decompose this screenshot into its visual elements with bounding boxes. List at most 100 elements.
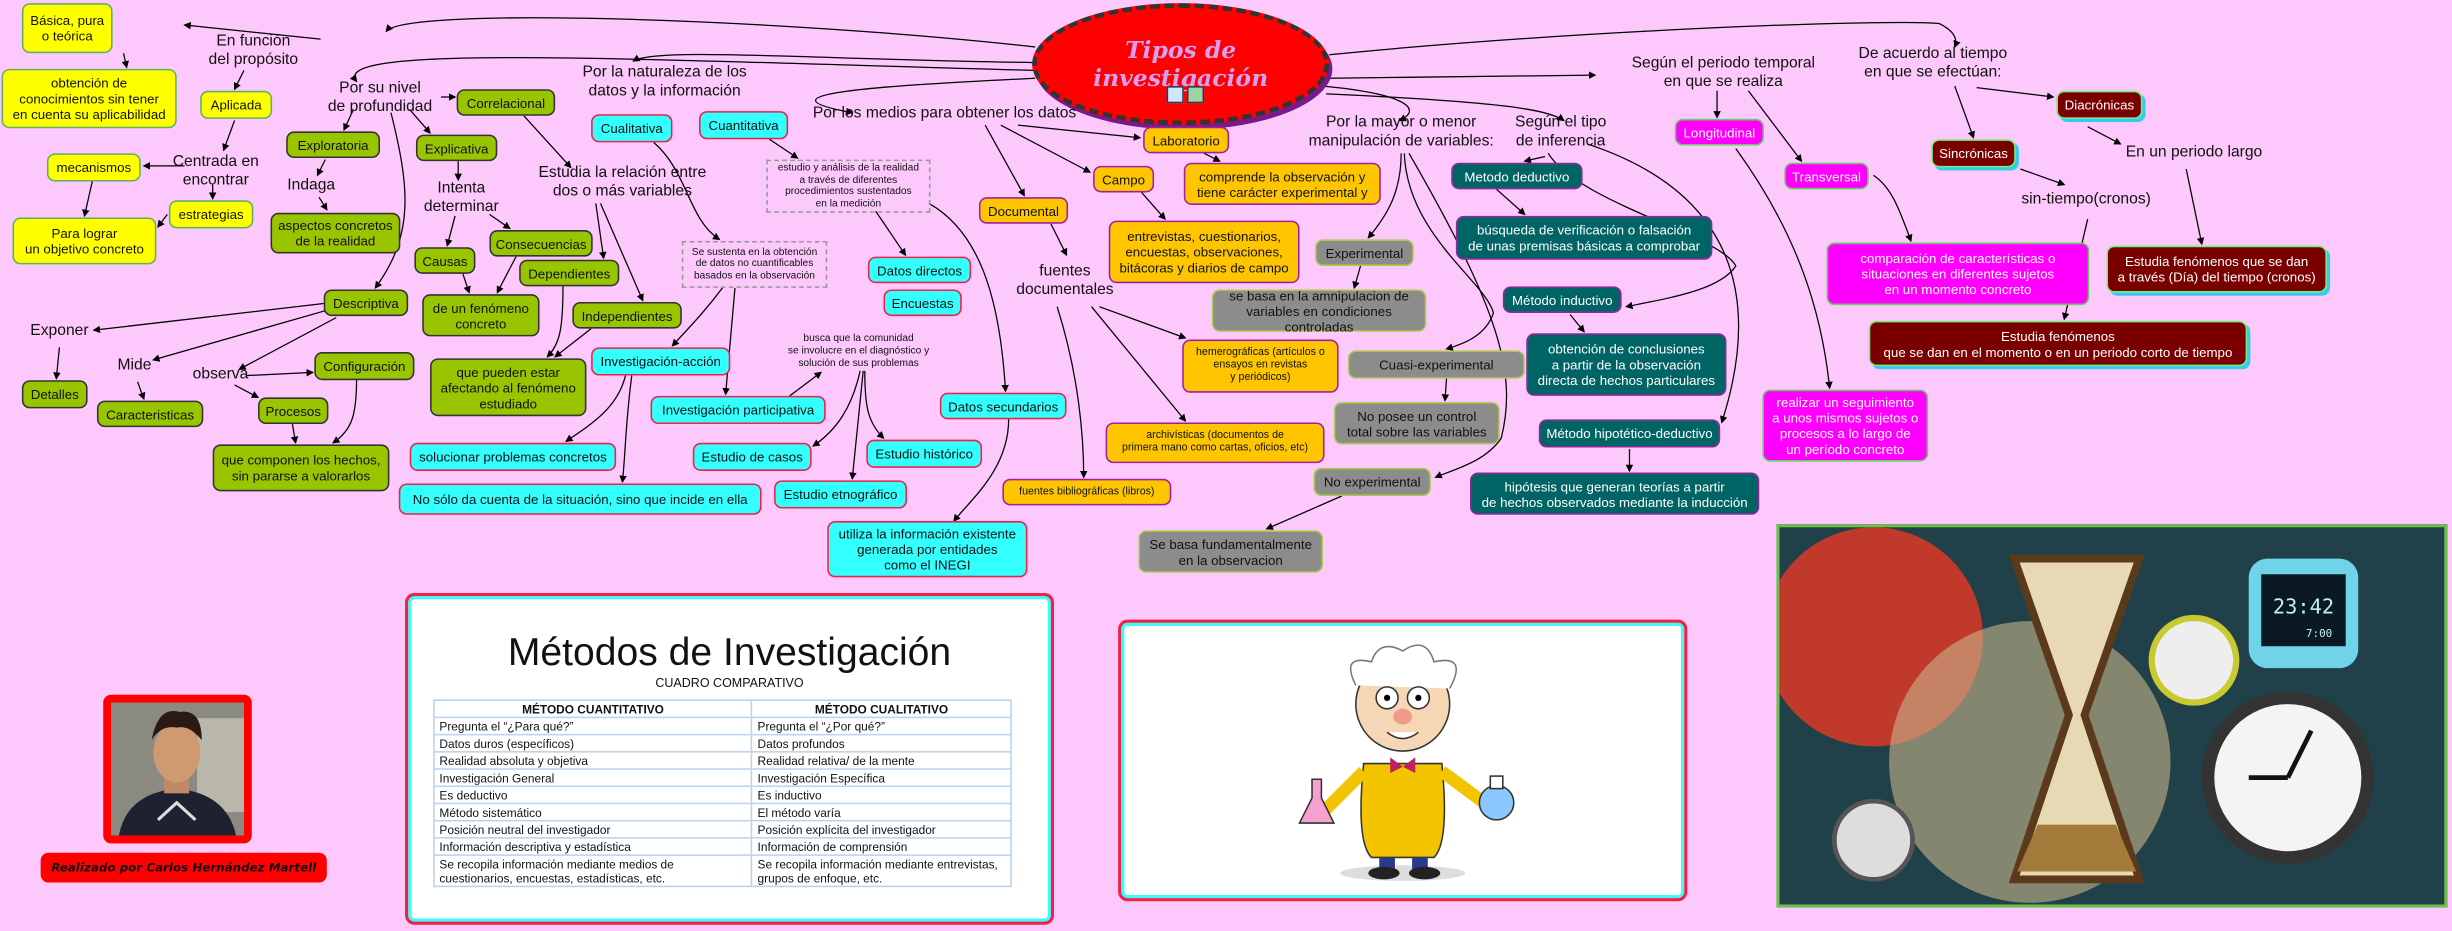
node-mecanismos[interactable]: mecanismos [46, 153, 141, 182]
label-por-nivel: Por su nivel de profundidad [327, 79, 433, 116]
node-experimental[interactable]: Experimental [1315, 239, 1414, 266]
node-correlacional[interactable]: Correlacional [456, 89, 556, 116]
node-fenomeno[interactable]: de un fenómeno concreto [422, 294, 540, 337]
node-independientes[interactable]: Independientes [572, 301, 682, 329]
node-metodo-deductivo[interactable]: Metodo deductivo [1451, 162, 1583, 190]
node-entrevistas[interactable]: entrevistas, cuestionarios, encuestas, o… [1108, 220, 1300, 284]
cell-cuantitativo: Realidad absoluta y objetiva [433, 751, 753, 770]
node-cualitativa[interactable]: Cualitativa [591, 114, 673, 143]
connector-arrow [1587, 143, 1740, 424]
node-campo[interactable]: Campo [1093, 165, 1155, 193]
node-datos-secundarios[interactable]: Datos secundarios [939, 392, 1067, 420]
node-caracteristicas[interactable]: Caracteristicas [96, 400, 204, 428]
connector-arrow [409, 109, 431, 134]
connector-arrow [92, 302, 324, 334]
connector-arrow [812, 370, 861, 447]
node-no-solo[interactable]: No sólo da cuenta de la situación, sino … [398, 483, 762, 515]
node-investigacion-participativa[interactable]: Investigación participativa [650, 395, 826, 425]
node-cuasi-experimental[interactable]: Cuasi-experimental [1347, 350, 1525, 379]
connector-arrow [1099, 306, 1187, 340]
node-metodo-hipotetico[interactable]: Método hipotético-deductivo [1538, 419, 1721, 448]
node-se-basa-manipulacion[interactable]: se basa en la amnipulacion de variables … [1211, 287, 1427, 334]
node-exploratoria[interactable]: Exploratoria [286, 131, 381, 159]
cell-cualitativo: Investigación Específica [751, 768, 1012, 788]
node-descriptiva[interactable]: Descriptiva [323, 289, 409, 317]
node-comparacion[interactable]: comparación de características o situaci… [1826, 242, 2090, 306]
node-estudio-etnografico[interactable]: Estudio etnográfico [774, 480, 908, 509]
cell-cuantitativo: Pregunta el “¿Para qué?” [433, 716, 753, 736]
node-no-experimental[interactable]: No experimental [1313, 467, 1431, 497]
connector-arrow [554, 328, 592, 358]
node-investigacion-accion[interactable]: Investigación-acción [591, 347, 731, 376]
image-icon[interactable] [1166, 86, 1184, 104]
connector-arrow [1523, 155, 1546, 164]
node-momento-corto[interactable]: Estudia fenómenos que se dan en el momen… [1868, 320, 2248, 367]
node-cuantitativa[interactable]: Cuantitativa [699, 111, 789, 140]
node-no-posee[interactable]: No posee un control total sobre las vari… [1333, 402, 1500, 445]
connector-arrow [864, 370, 885, 440]
video-icon[interactable] [1186, 86, 1205, 104]
node-consecuencias[interactable]: Consecuencias [489, 230, 593, 257]
connector-arrow [599, 203, 644, 302]
note-estudio-analisis: estudio y análisis de la realidad a trav… [766, 159, 931, 213]
node-aspectos[interactable]: aspectos concretos de la realidad [270, 212, 401, 254]
node-hemerograficas[interactable]: hemerográficas (artículos o ensayos en r… [1182, 339, 1339, 393]
node-inegi[interactable]: utiliza la información existente generad… [827, 521, 1028, 578]
cell-cuantitativo: Información descriptiva y estadística [433, 837, 753, 856]
node-dependientes[interactable]: Dependientes [519, 259, 620, 287]
cell-cuantitativo: Método sistemático [433, 802, 753, 822]
node-causas[interactable]: Causas [414, 247, 476, 274]
node-afectando[interactable]: que pueden estar afectando al fenómeno e… [430, 358, 587, 417]
label-sin-tiempo: sin-tiempo(cronos) [2021, 190, 2151, 209]
connector-arrow [653, 141, 721, 241]
node-estudio-historico[interactable]: Estudio histórico [866, 439, 983, 468]
connector-arrow [953, 419, 1010, 523]
node-sincronicas[interactable]: Sincrónicas [1931, 139, 2016, 168]
node-basica[interactable]: Básica, pura o teórica [21, 3, 113, 54]
connector-arrow [814, 77, 1036, 116]
connector-arrow [82, 181, 93, 218]
label-en-funcion: En función del propósito [208, 32, 299, 69]
node-documental[interactable]: Documental [978, 197, 1069, 224]
connector-arrow [349, 57, 1036, 83]
node-explicativa[interactable]: Explicativa [415, 134, 498, 162]
node-datos-directos[interactable]: Datos directos [867, 256, 972, 284]
node-bibliograficas[interactable]: fuentes bibliográficas (libros) [1002, 478, 1172, 506]
node-a-traves-tiempo[interactable]: Estudia fenómenos que se dan a través (D… [2106, 245, 2327, 293]
node-laboratorio[interactable]: Laboratorio [1143, 126, 1230, 154]
node-aplicada[interactable]: Aplicada [200, 90, 273, 119]
cell-cuantitativo: Investigación General [433, 768, 753, 788]
connector-arrow [565, 375, 627, 442]
node-diacronicas[interactable]: Diacrónicas [2056, 90, 2143, 119]
node-solucionar[interactable]: solucionar problemas concretos [409, 442, 617, 471]
node-longitudinal[interactable]: Longitudinal [1674, 118, 1764, 146]
node-seguimiento[interactable]: realizar un seguimiento a unos mismos su… [1762, 389, 1929, 462]
node-configuracion[interactable]: Configuración [314, 352, 415, 381]
node-archivisticas[interactable]: archivísticas (documentos de primera man… [1105, 422, 1325, 464]
node-lograr[interactable]: Para lograr un objetivo concreto [12, 217, 157, 265]
node-detalles[interactable]: Detalles [21, 380, 88, 409]
node-procesos[interactable]: Procesos [258, 397, 329, 425]
node-se-basa-observacion[interactable]: Se basa fundamentalmente en la observaci… [1138, 530, 1323, 573]
node-obtencion[interactable]: obtención de conocimientos sin tener en … [1, 68, 177, 129]
central-topic[interactable]: Tipos de investigación [1032, 3, 1330, 126]
node-estrategias[interactable]: estrategias [168, 200, 254, 229]
node-busqueda[interactable]: búsqueda de verificación o falsación de … [1455, 215, 1713, 260]
cell-cualitativo: Pregunta el “¿Por qué?” [751, 716, 1012, 736]
connector-arrow [1091, 306, 1187, 422]
node-componen[interactable]: que componen los hechos, sin pararse a v… [212, 444, 390, 492]
node-encuestas[interactable]: Encuestas [883, 289, 962, 317]
label-mide: Mide [117, 356, 152, 374]
node-metodo-inductivo[interactable]: Método inductivo [1502, 286, 1622, 313]
node-conclusiones[interactable]: obtención de conclusiones a partir de la… [1526, 333, 1727, 396]
node-transversal[interactable]: Transversal [1784, 162, 1869, 190]
label-indaga: Indaga [287, 176, 336, 195]
label-exponer: Exponer [30, 322, 89, 340]
node-estudio-casos[interactable]: Estudio de casos [692, 442, 812, 471]
label-centrada: Centrada en encontrar [172, 153, 259, 190]
node-hipotesis[interactable]: hipótesis que generan teorías a partir d… [1469, 472, 1760, 515]
node-comprende[interactable]: comprende la observación y tiene carácte… [1183, 162, 1381, 205]
